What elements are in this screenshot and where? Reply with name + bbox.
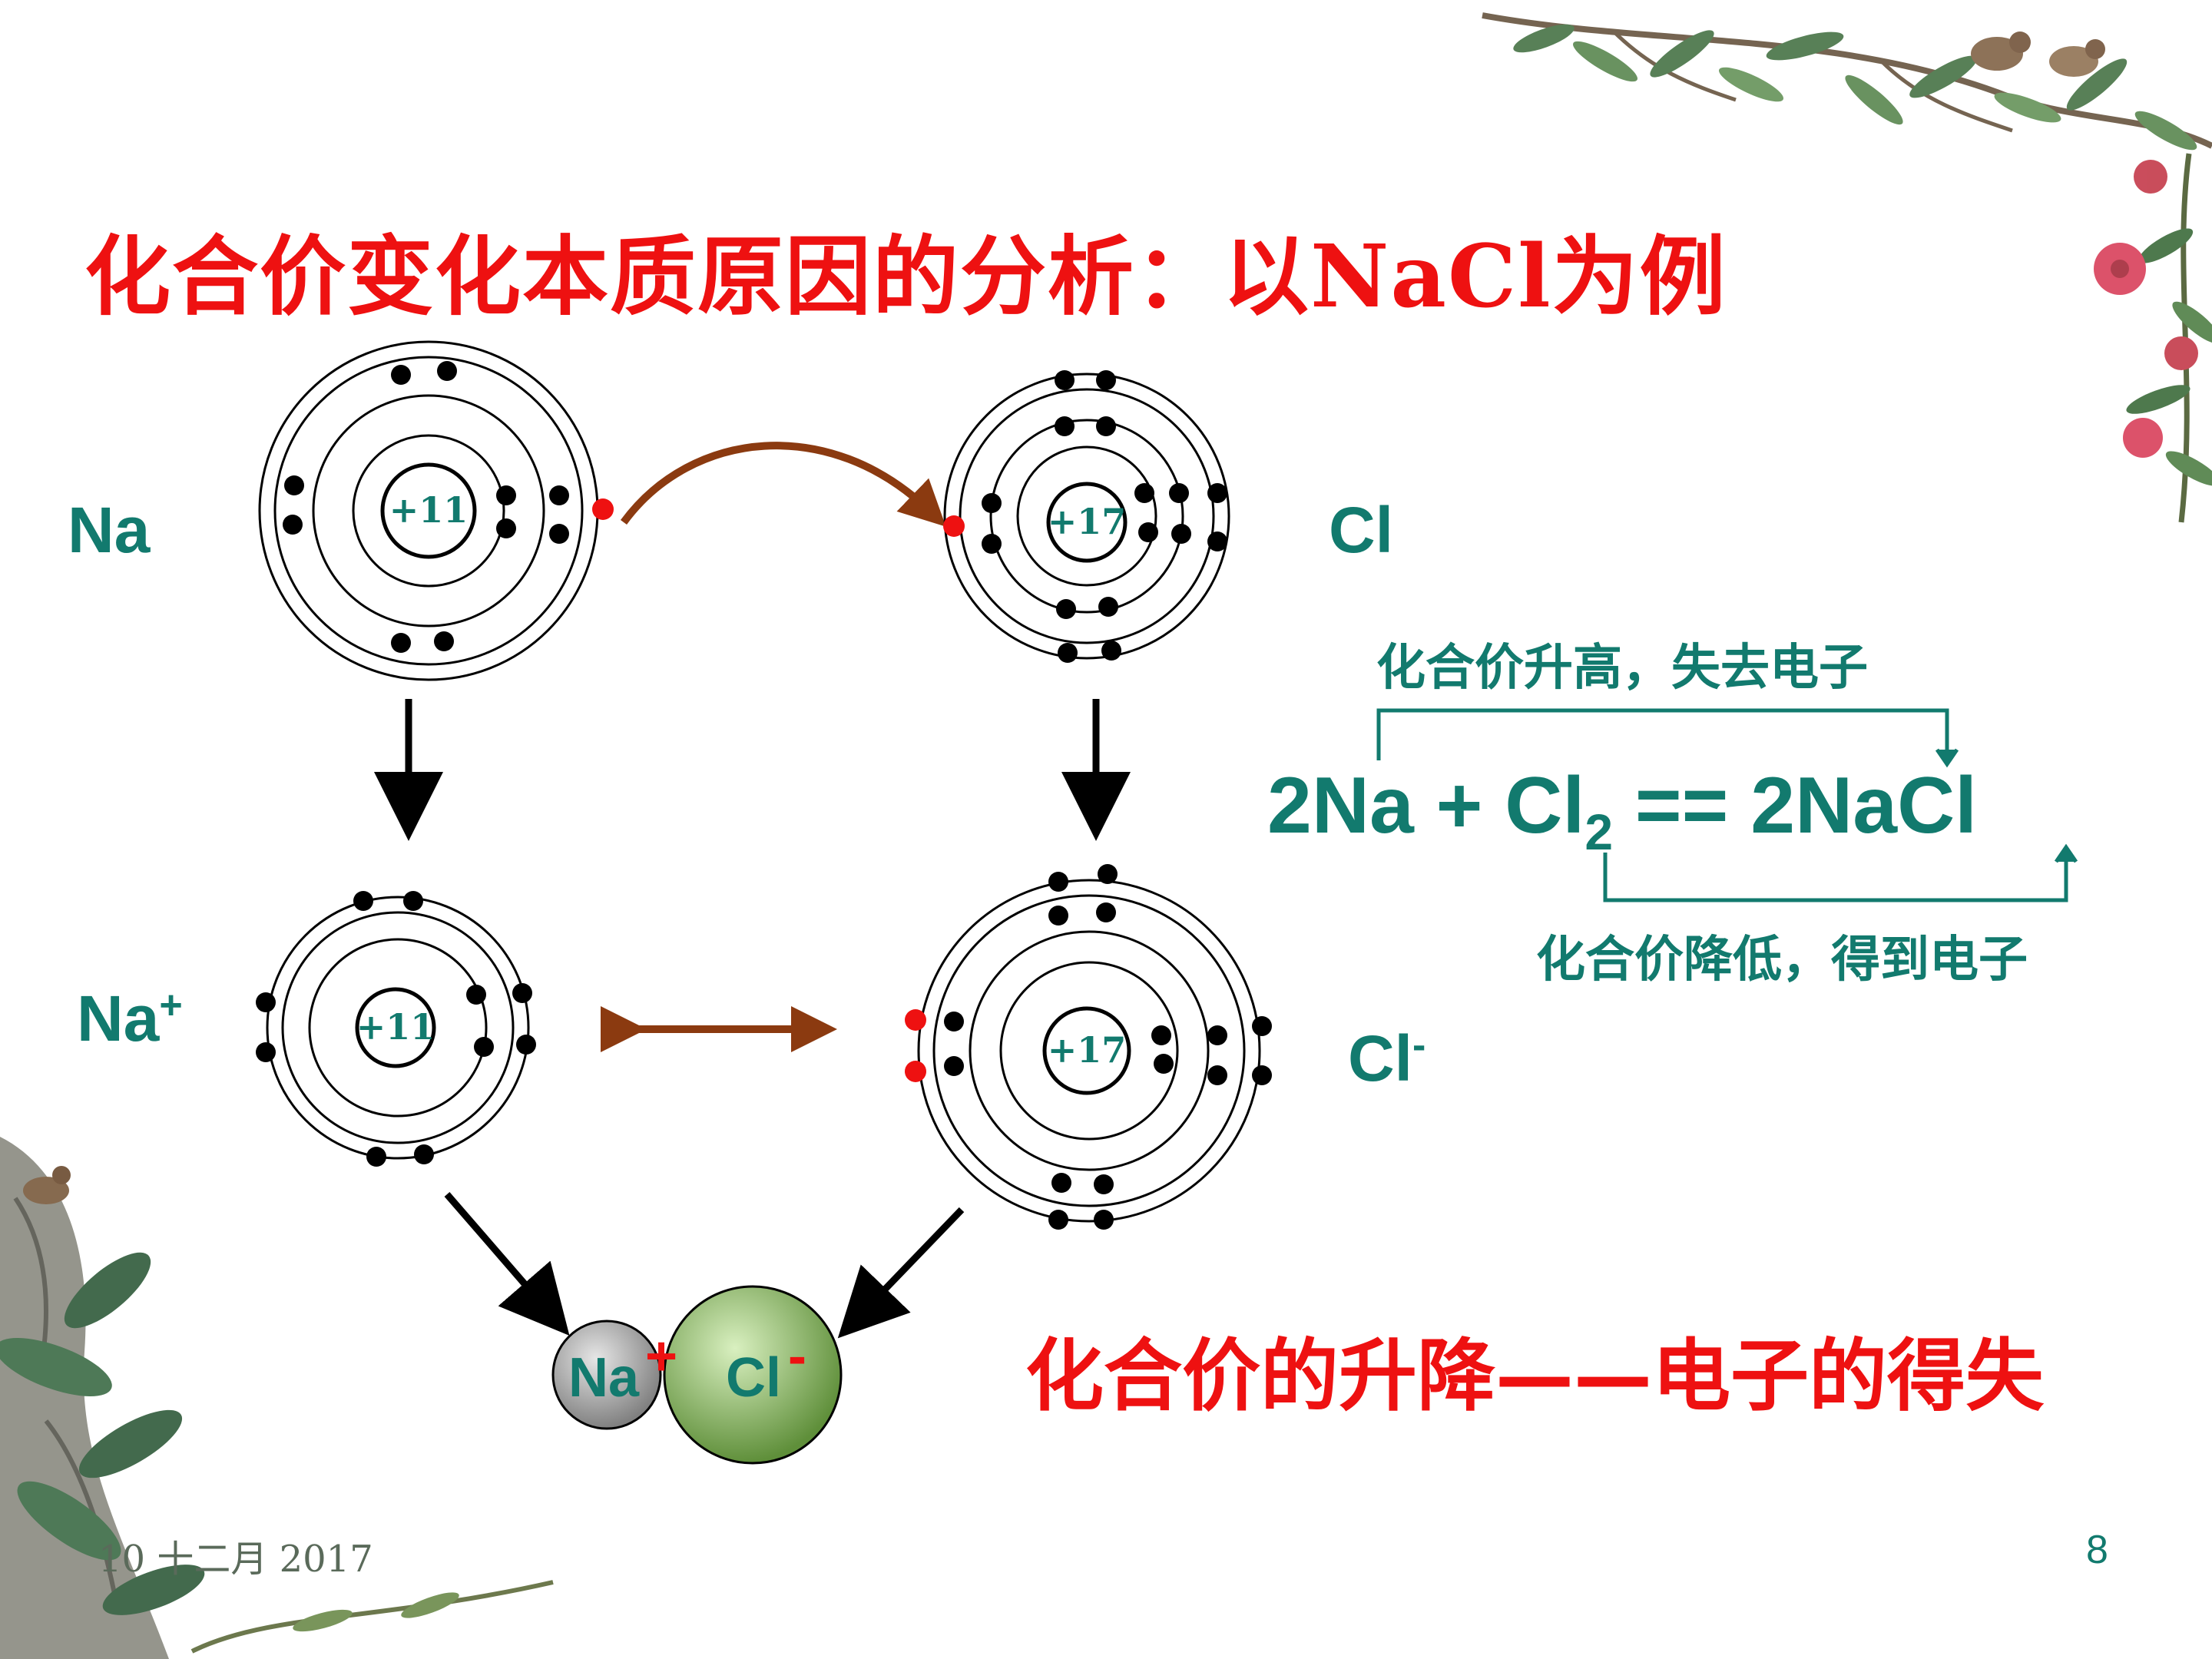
cl-nucleus — [1046, 482, 1128, 563]
nacl-product: Na + Cl - — [551, 1285, 843, 1465]
cl-ion-sphere — [663, 1285, 843, 1465]
oxidation-bracket — [1376, 708, 1959, 768]
rock-plant-decoration-icon — [0, 1137, 554, 1659]
summary-text: 化合价的升降——电子的得失 — [1025, 1331, 2044, 1422]
cl-ion-gained-electron-2 — [905, 1061, 926, 1082]
na-ion-nucleus — [355, 987, 436, 1068]
branch-decoration-icon — [1482, 12, 2212, 151]
na-ion-sphere — [551, 1320, 662, 1430]
reduction-bracket — [1603, 843, 2078, 902]
na-nucleus-charge: +11 — [389, 489, 469, 531]
product-cl-label: Cl — [726, 1347, 781, 1409]
na-ion-to-product-arrow — [444, 1192, 570, 1336]
reduction-note: 化合价降低，得到电子 — [1536, 932, 2028, 988]
na-ion: +11 — [256, 891, 536, 1167]
na-ion-charge: + — [159, 983, 183, 1028]
cl-nucleus-charge: +17 — [1048, 501, 1127, 542]
na-atom-label: Na — [68, 494, 151, 566]
cl-gap-electron — [943, 515, 965, 537]
product-na-charge: + — [645, 1326, 677, 1387]
cl-electrons — [982, 370, 1227, 663]
cl-ion-gained-electron-1 — [905, 1009, 926, 1031]
cl-ion-charge: - — [1412, 1023, 1426, 1068]
cl-ion-label: Cl- — [1348, 1022, 1426, 1094]
na-valence-electron — [592, 498, 614, 520]
page-number: 8 — [2086, 1528, 2108, 1572]
cl-ion-electrons — [944, 864, 1272, 1230]
flower-decoration-icon — [2094, 153, 2212, 523]
oxidation-note: 化合价升高，失去电子 — [1376, 640, 1868, 697]
slide-title: 化合价变化本质原因的分析：以NaCl为例 — [84, 227, 1727, 327]
na-electrons — [283, 361, 569, 653]
na-ion-electrons — [256, 891, 536, 1167]
cl-ion: +17 — [905, 864, 1272, 1230]
cl-atom: +17 — [943, 370, 1230, 663]
cl-ion-to-product-arrow — [837, 1207, 965, 1339]
chemical-equation: 2Na + Cl2 == 2NaCl — [1267, 761, 1978, 860]
product-na-label: Na — [568, 1347, 640, 1409]
na-atom: +11 — [258, 340, 614, 681]
cl-ion-nucleus-charge: +17 — [1048, 1029, 1127, 1071]
na-ion-nucleus-charge: +11 — [356, 1006, 435, 1048]
cl-ion-nucleus — [1042, 1006, 1131, 1095]
electron-transfer-arrow — [620, 442, 946, 527]
na-nucleus — [380, 462, 477, 559]
na-ion-label: Na+ — [77, 982, 183, 1055]
footer-date: 10 十二月 2017 — [98, 1538, 373, 1581]
product-cl-charge: - — [788, 1326, 806, 1387]
cl-atom-label: Cl — [1329, 494, 1393, 566]
